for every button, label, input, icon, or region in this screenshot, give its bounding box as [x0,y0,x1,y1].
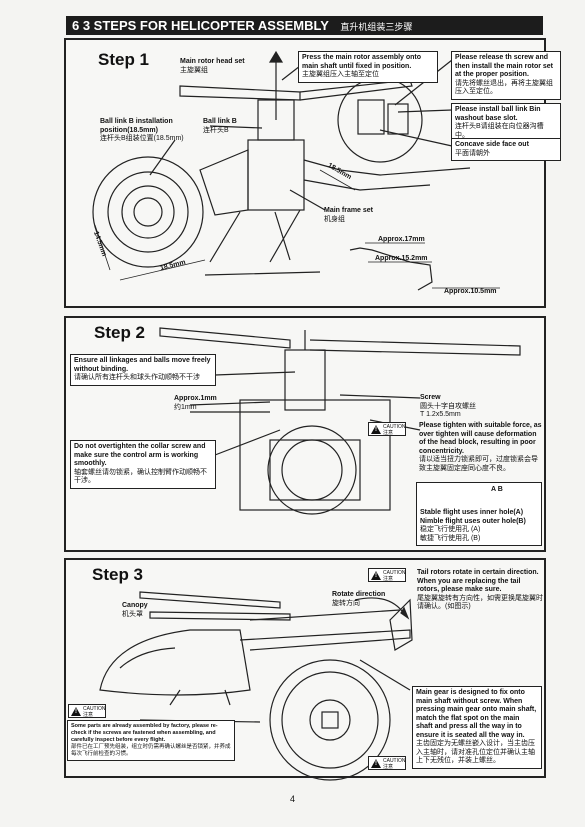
step3-note-tail: Tail rotors rotate in certain direction.… [417,569,543,612]
step1-label-main-frame: Main frame set 机身组 [324,207,384,224]
step2-label-screw: Screw 圆头十字自攻螺丝 T 1.2x5.5mm [420,394,510,420]
step2-overtighten-text: Do not overtighten the collar screw and … [74,443,206,467]
step2-nimble-cn: 敏捷飞行使用孔 (B) [420,534,481,542]
step1-ball-link-b-pos-cn: 连杆头B组装位置(18.5mm) [100,135,184,142]
step2-stable-cn: 稳定飞行使用孔 (A) [420,526,481,533]
step2-note-tighten: Please tighten with suitable force, as o… [419,422,543,473]
step2-caution-warning-icon [371,425,381,434]
step2-stable-text: Stable flight uses inner hole(A) [420,509,524,516]
step3-caution-top-cn: 注意 [383,576,394,582]
step2-linkages-text: Ensure all linkages and balls move freel… [74,357,211,373]
step3-caution-badge-top: CAUTION 注意 [368,568,406,582]
step3-caution-warning-icon-left [71,707,81,716]
step1-main-rotor-head-text: Main rotor head set [180,58,245,65]
step3-caution-top-en: CAUTION [383,570,406,576]
step2-approx1-text: Approx.1mm [174,395,217,402]
step1-note-ball-link-bin: Please install ball link Bin washout bas… [451,103,561,143]
step1-approx-17: Approx.17mm [378,236,425,243]
step3-main-gear-text: Main gear is designed to fix onto main s… [416,689,537,739]
step2-caution-en: CAUTION [383,424,406,430]
step2-tighten-cn: 请以适当扭力锁紧即可，过度锁紧会导致主旋翼固定座同心度不良。 [419,456,538,472]
step2-screw-cn: 圆头十字自攻螺丝 [420,402,476,410]
step2-ab-box: A B Stable flight uses inner hole(A) Nim… [416,482,542,546]
step3-rotate-dir-cn: 旋转方向 [332,599,360,607]
step3-note-main-gear: Main gear is designed to fix onto main s… [412,686,542,769]
step1-concave-cn: 平面请朝外 [455,149,490,157]
step1-ball-link-b-pos-text: Ball link B installation position(18.5mm… [100,118,173,134]
step3-parts-text: Some parts are already assembled by fact… [71,723,218,743]
step2-nimble-text: Nimble flight uses outer hole(B) [420,517,526,525]
step2-tighten-text: Please tighten with suitable force, as o… [419,422,542,455]
step2-ab-text: Stable flight uses inner hole(A) Nimble … [420,509,540,543]
step1-main-frame-cn: 机身组 [324,215,345,223]
step1-label-main-rotor-head: Main rotor head set 主旋翼组 [180,58,270,75]
step3-caution-left-en: CAUTION [83,706,106,712]
step1-press-cn: 主旋翼组压入主轴至定位 [302,71,379,78]
step1-ball-link-b-text: Ball link B [203,118,237,125]
step1-note-press: Press the main rotor assembly onto main … [298,51,438,83]
step1-main-frame-text: Main frame set [324,207,374,214]
step1-note-concave: Concave side face out 平面请朝外 [451,138,561,161]
step1-release-cn: 请先将螺丝退出，再将主旋翼组压入至定位。 [455,79,553,96]
step3-rotate-dir-text: Rotate direction [332,591,386,598]
header-title-cn: 直升机组装三步骤 [340,22,413,32]
step2-screw-text: Screw [420,394,441,401]
step1-ball-link-bin-text: Please install ball link Bin washout bas… [455,106,541,122]
step3-note-parts: Some parts are already assembled by fact… [67,720,235,761]
step3-caution-badge-bottom: CAUTION 注意 [368,756,406,770]
step2-linkages-cn: 请确认所有连杆头和球头作动顺畅不干涉 [74,374,200,381]
step3-canopy-cn: 机头罩 [122,610,143,618]
step2-label-approx1: Approx.1mm 约1mm [174,395,234,412]
step3-caution-left-cn: 注意 [83,712,94,718]
step1-release-text: Please release th screw and then install… [455,54,554,78]
step1-ball-link-b-cn: 连杆头B [203,126,229,134]
step3-main-gear-cn: 主齿固定为无螺丝嵌入设计，当主齿压入主轴时，请对准孔位定位并确认主轴上下无残位，… [416,740,535,764]
page-number: 4 [289,794,295,804]
page-header: 6 3 STEPS FOR HELICOPTER ASSEMBLY 直升机组装三… [66,16,543,35]
step2-note-linkages: Ensure all linkages and balls move freel… [70,354,216,386]
step1-approx-10-5: Approx.10.5mm [444,288,497,295]
step1-label-ball-link-b: Ball link B 连杆头B [203,118,248,135]
step2-ab-label: A B [491,486,503,493]
step3-label-canopy: Canopy 机头罩 [122,602,162,619]
step1-label-ball-link-b-pos: Ball link B installation position(18.5mm… [100,118,190,144]
step3-tail-text: Tail rotors rotate in certain direction.… [417,569,539,593]
step3-caution-bottom-cn: 注意 [383,764,394,770]
step3-caution-badge-left: CAUTION 注意 [68,704,106,718]
step3-caution-warning-icon-top [371,571,381,580]
step1-title: Step 1 [98,50,150,69]
step3-title: Step 3 [92,565,144,584]
step3-label-rotate-direction: Rotate direction 旋转方向 [332,591,402,608]
step2-caution-badge: CAUTION 注意 [368,422,406,436]
step1-concave-text: Concave side face out [455,141,529,148]
step1-main-rotor-head-cn: 主旋翼组 [180,66,208,74]
step3-caution-bottom-en: CAUTION [383,758,406,764]
step3-caution-warning-icon-bottom [371,759,381,768]
step2-title: Step 2 [94,323,146,342]
step1-approx-15-2: Approx.15.2mm [375,255,428,262]
step2-screw-spec: T 1.2x5.5mm [420,411,461,418]
header-title: 6 3 STEPS FOR HELICOPTER ASSEMBLY [72,18,329,33]
step1-press-text: Press the main rotor assembly onto main … [302,54,422,70]
step3-canopy-text: Canopy [122,602,148,609]
step1-ball-link-bin-cn: 连杆头B请组装在向位器沟槽中。 [455,123,544,139]
step2-note-overtighten: Do not overtighten the collar screw and … [70,440,216,489]
step2-caution-cn: 注意 [383,430,394,436]
step1-note-release: Please release th screw and then install… [451,51,561,100]
step3-parts-cn: 部件已在工厂预先组装，组立时仍需再确认螺丝是否锁紧，并养成每次飞行前检查的习惯。 [71,744,231,757]
step2-approx1-cn: 约1mm [174,403,197,411]
step3-tail-cn: 尾旋翼旋转有方向性，如需更换尾旋翼时请确认。(如图示) [417,594,543,611]
step2-overtighten-cn: 轴套螺丝请勿锁紧，确认控制臂作动顺畅不干涉。 [74,468,207,485]
